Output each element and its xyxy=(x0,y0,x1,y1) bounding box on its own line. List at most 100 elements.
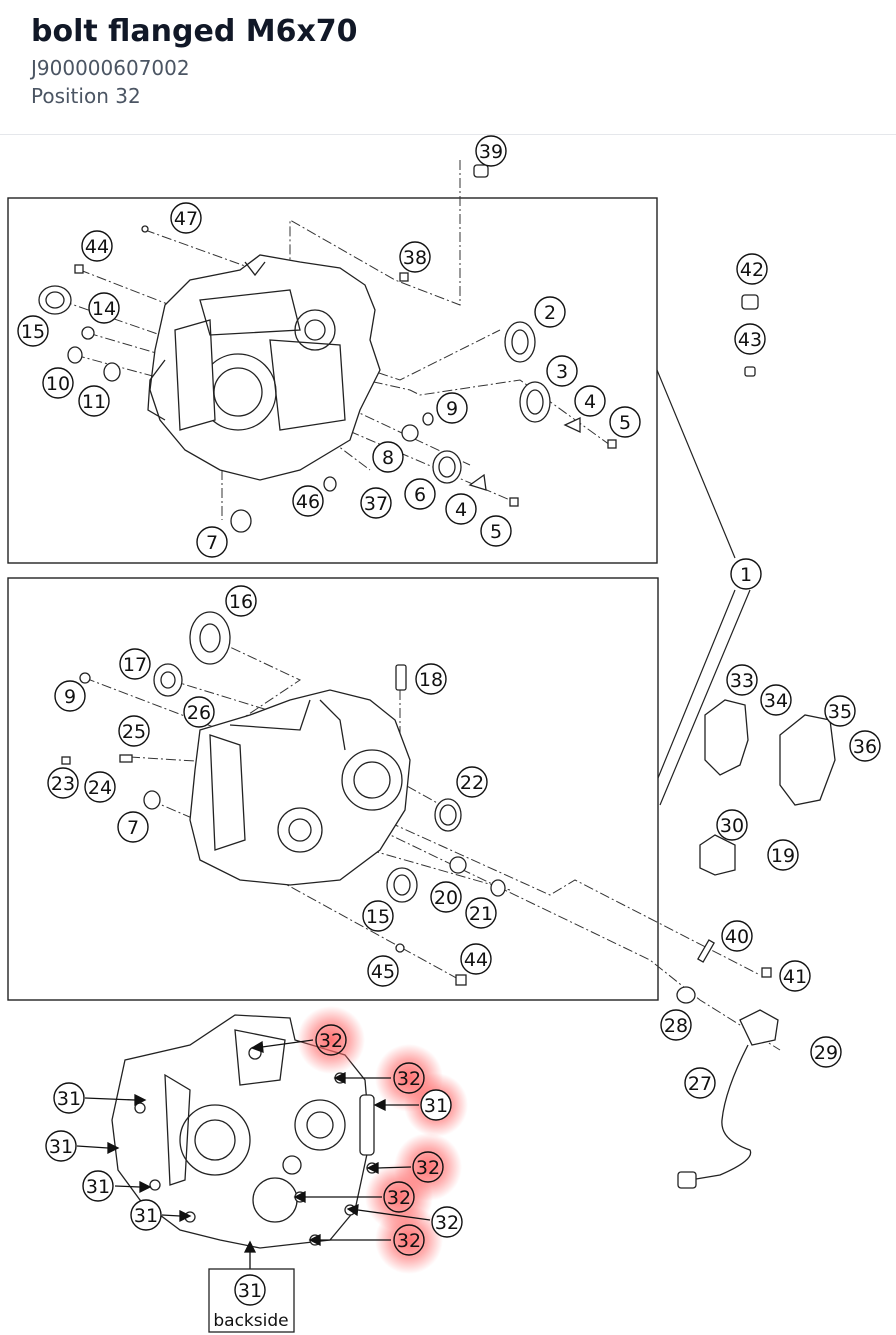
callout-7[interactable]: 7 xyxy=(196,526,228,558)
callout-29[interactable]: 29 xyxy=(810,1036,842,1068)
callout-circle[interactable] xyxy=(460,943,492,975)
callout-circle[interactable] xyxy=(82,1170,114,1202)
callout-17[interactable]: 17 xyxy=(119,648,151,680)
callout-circle[interactable] xyxy=(716,809,748,841)
callout-circle[interactable] xyxy=(170,202,202,234)
callout-32[interactable]: 32 xyxy=(431,1206,463,1238)
callout-circle[interactable] xyxy=(372,441,404,473)
callout-5[interactable]: 5 xyxy=(480,515,512,547)
callout-9[interactable]: 9 xyxy=(54,680,86,712)
callout-circle[interactable] xyxy=(81,230,113,262)
callout-32[interactable]: 32 xyxy=(393,1224,425,1256)
callout-42[interactable]: 42 xyxy=(736,253,768,285)
callout-circle[interactable] xyxy=(546,355,578,387)
callout-circle[interactable] xyxy=(726,664,758,696)
callout-31[interactable]: 31 xyxy=(420,1089,452,1121)
callout-11[interactable]: 11 xyxy=(78,385,110,417)
callout-circle[interactable] xyxy=(480,515,512,547)
callout-16[interactable]: 16 xyxy=(225,585,257,617)
callout-circle[interactable] xyxy=(721,920,753,952)
callout-circle[interactable] xyxy=(412,1151,444,1183)
callout-circle[interactable] xyxy=(130,1199,162,1231)
callout-circle[interactable] xyxy=(362,900,394,932)
callout-circle[interactable] xyxy=(404,478,436,510)
callout-circle[interactable] xyxy=(736,253,768,285)
callout-circle[interactable] xyxy=(824,695,856,727)
callout-18[interactable]: 18 xyxy=(415,663,447,695)
callout-circle[interactable] xyxy=(117,811,149,843)
callout-4[interactable]: 4 xyxy=(574,385,606,417)
callout-15[interactable]: 15 xyxy=(362,900,394,932)
callout-circle[interactable] xyxy=(849,730,881,762)
callout-46[interactable]: 46 xyxy=(292,485,324,517)
callout-circle[interactable] xyxy=(234,1274,266,1306)
callout-circle[interactable] xyxy=(383,1181,415,1213)
callout-circle[interactable] xyxy=(465,897,497,929)
callout-circle[interactable] xyxy=(609,406,641,438)
callout-circle[interactable] xyxy=(810,1036,842,1068)
callout-32[interactable]: 32 xyxy=(393,1062,425,1094)
callout-45[interactable]: 45 xyxy=(367,955,399,987)
callout-32[interactable]: 32 xyxy=(383,1181,415,1213)
callout-circle[interactable] xyxy=(360,487,392,519)
callout-1[interactable]: 1 xyxy=(730,558,762,590)
callout-circle[interactable] xyxy=(436,392,468,424)
callout-23[interactable]: 23 xyxy=(47,767,79,799)
callout-19[interactable]: 19 xyxy=(767,839,799,871)
callout-24[interactable]: 24 xyxy=(84,771,116,803)
callout-20[interactable]: 20 xyxy=(430,881,462,913)
callout-circle[interactable] xyxy=(47,767,79,799)
callout-7[interactable]: 7 xyxy=(117,811,149,843)
callout-27[interactable]: 27 xyxy=(684,1067,716,1099)
callout-circle[interactable] xyxy=(45,1130,77,1162)
callout-circle[interactable] xyxy=(84,771,116,803)
callout-circle[interactable] xyxy=(88,292,120,324)
callout-44[interactable]: 44 xyxy=(81,230,113,262)
callout-circle[interactable] xyxy=(17,315,49,347)
callout-40[interactable]: 40 xyxy=(721,920,753,952)
callout-circle[interactable] xyxy=(367,955,399,987)
callout-31[interactable]: 31 xyxy=(82,1170,114,1202)
callout-32[interactable]: 32 xyxy=(412,1151,444,1183)
callout-3[interactable]: 3 xyxy=(546,355,578,387)
callout-41[interactable]: 41 xyxy=(779,960,811,992)
callout-36[interactable]: 36 xyxy=(849,730,881,762)
callout-10[interactable]: 10 xyxy=(42,367,74,399)
callout-circle[interactable] xyxy=(779,960,811,992)
callout-32[interactable]: 32 xyxy=(315,1024,347,1056)
callout-circle[interactable] xyxy=(730,558,762,590)
callout-31[interactable]: 31 xyxy=(53,1082,85,1114)
callout-21[interactable]: 21 xyxy=(465,897,497,929)
callout-circle[interactable] xyxy=(292,485,324,517)
callout-39[interactable]: 39 xyxy=(475,135,507,167)
callout-circle[interactable] xyxy=(456,766,488,798)
callout-circle[interactable] xyxy=(734,323,766,355)
callout-33[interactable]: 33 xyxy=(726,664,758,696)
callout-34[interactable]: 34 xyxy=(760,684,792,716)
callout-circle[interactable] xyxy=(420,1089,452,1121)
callout-circle[interactable] xyxy=(431,1206,463,1238)
callout-43[interactable]: 43 xyxy=(734,323,766,355)
callout-circle[interactable] xyxy=(684,1067,716,1099)
callout-37[interactable]: 37 xyxy=(360,487,392,519)
callout-31[interactable]: 31 xyxy=(234,1274,266,1306)
callout-circle[interactable] xyxy=(430,881,462,913)
callout-circle[interactable] xyxy=(183,696,215,728)
callout-circle[interactable] xyxy=(574,385,606,417)
callout-31[interactable]: 31 xyxy=(130,1199,162,1231)
callout-22[interactable]: 22 xyxy=(456,766,488,798)
callout-circle[interactable] xyxy=(42,367,74,399)
callout-circle[interactable] xyxy=(399,241,431,273)
callout-38[interactable]: 38 xyxy=(399,241,431,273)
callout-31[interactable]: 31 xyxy=(45,1130,77,1162)
callout-14[interactable]: 14 xyxy=(88,292,120,324)
callout-8[interactable]: 8 xyxy=(372,441,404,473)
callout-30[interactable]: 30 xyxy=(716,809,748,841)
callout-25[interactable]: 25 xyxy=(118,715,150,747)
callout-circle[interactable] xyxy=(118,715,150,747)
callout-circle[interactable] xyxy=(475,135,507,167)
callout-circle[interactable] xyxy=(78,385,110,417)
callout-44[interactable]: 44 xyxy=(460,943,492,975)
callout-circle[interactable] xyxy=(415,663,447,695)
callout-circle[interactable] xyxy=(760,684,792,716)
